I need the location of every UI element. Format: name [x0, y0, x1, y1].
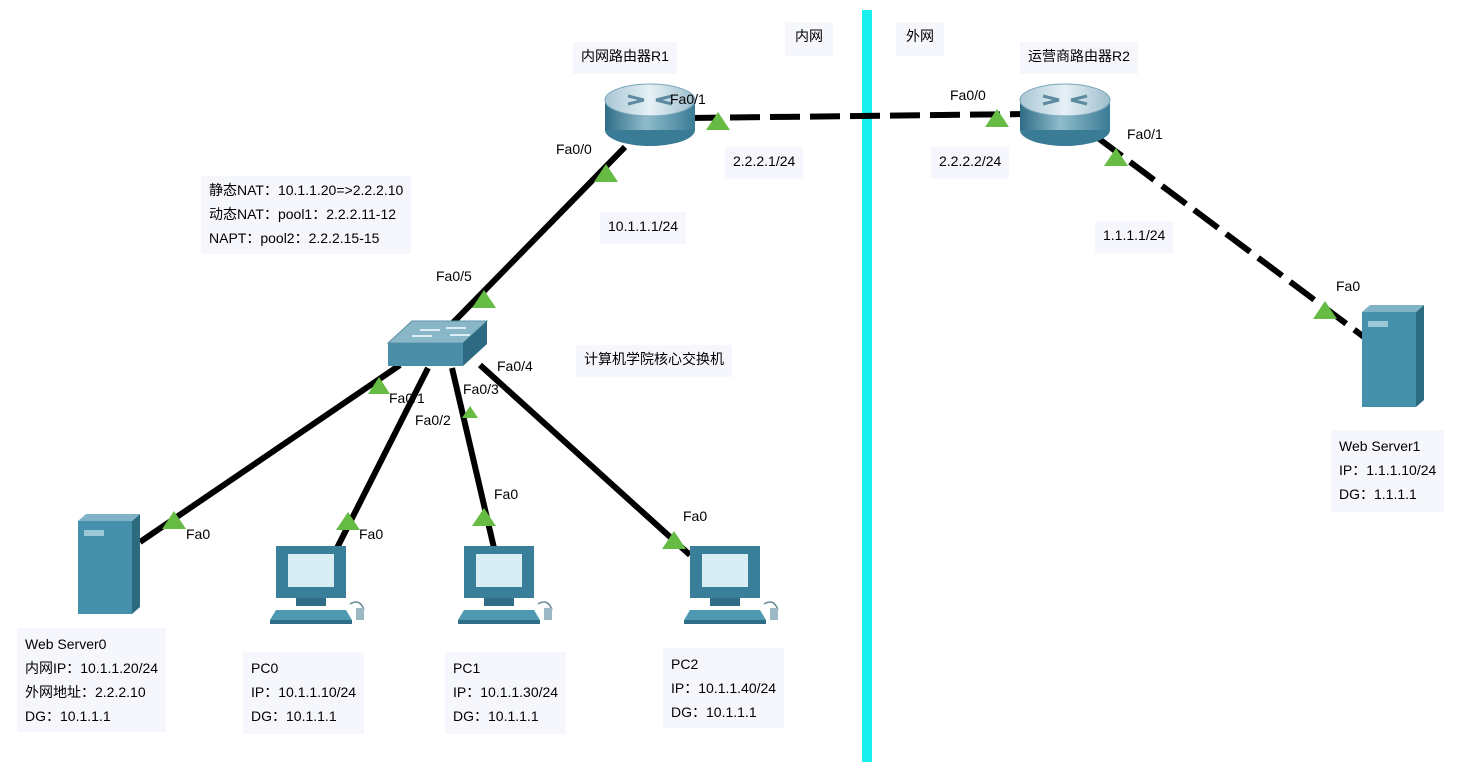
link-up-icon: [472, 508, 496, 526]
link-up-icon: [472, 290, 496, 308]
link-up-icon: [336, 512, 360, 530]
pc2-ip: IP：10.1.1.40/24: [671, 680, 777, 696]
pc0-icon[interactable]: [270, 546, 365, 624]
pc0-gateway: DG：10.1.1.1: [251, 708, 337, 724]
web-server0-ip: 内网IP：10.1.1.20/24: [25, 660, 159, 676]
port-label: Fa0/1: [389, 390, 425, 406]
r1-fa00-address: 10.1.1.1/24: [600, 212, 687, 244]
port-label: Fa0: [683, 508, 707, 524]
router-r2-icon[interactable]: [1019, 83, 1111, 146]
port-label: Fa0/3: [463, 381, 499, 397]
port-label: Fa0: [494, 486, 518, 502]
web-server0-title: Web Server0: [25, 636, 107, 652]
web-server1-icon[interactable]: [1362, 305, 1424, 407]
pc1-info: PC1 IP：10.1.1.30/24 DG：10.1.1.1: [445, 652, 567, 734]
link-r1-switch[interactable]: [435, 144, 628, 341]
pc1-ip: IP：10.1.1.30/24: [453, 684, 559, 700]
pc0-ip: IP：10.1.1.10/24: [251, 684, 357, 700]
link-up-icon: [462, 406, 478, 418]
pc1-icon[interactable]: [458, 546, 553, 624]
link-up-icon: [1313, 301, 1337, 319]
web-server0-public-ip: 外网地址：2.2.2.10: [25, 684, 146, 700]
web-server0-info: Web Server0 内网IP：10.1.1.20/24 外网地址：2.2.2…: [17, 628, 167, 732]
pc2-icon[interactable]: [684, 546, 779, 624]
web-server1-info: Web Server1 IP：1.1.1.10/24 DG：1.1.1.1: [1331, 430, 1445, 512]
pc2-info: PC2 IP：10.1.1.40/24 DG：10.1.1.1: [663, 648, 785, 728]
dynamic-nat-line: 动态NAT：pool1：2.2.2.11-12: [209, 206, 397, 222]
pc1-title: PC1: [453, 660, 481, 676]
port-label: Fa0: [359, 526, 383, 542]
nat-config-note: 静态NAT：10.1.1.20=>2.2.2.10 动态NAT：pool1：2.…: [201, 176, 412, 254]
static-nat-line: 静态NAT：10.1.1.20=>2.2.2.10: [209, 182, 404, 198]
link-switch-pc0[interactable]: [334, 366, 431, 550]
pc0-title: PC0: [251, 660, 279, 676]
web-server1-gateway: DG：1.1.1.1: [1339, 486, 1417, 502]
link-up-icon: [1104, 148, 1128, 166]
port-label: Fa0/0: [556, 141, 592, 157]
port-label: Fa0/1: [1127, 126, 1163, 142]
port-label: Fa0: [186, 526, 210, 542]
web-server1-title: Web Server1: [1339, 438, 1421, 454]
link-up-icon: [162, 511, 186, 529]
pc0-info: PC0 IP：10.1.1.10/24 DG：10.1.1.1: [243, 652, 365, 734]
link-up-icon: [368, 377, 390, 394]
zone-label-inner: 内网: [785, 22, 833, 56]
port-label: Fa0/2: [415, 412, 451, 428]
r1-fa01-address: 2.2.2.1/24: [725, 147, 804, 179]
zone-divider: [862, 10, 872, 762]
port-label: Fa0: [1336, 278, 1360, 294]
link-up-icon: [662, 531, 686, 549]
pc2-title: PC2: [671, 656, 699, 672]
router-r1-icon[interactable]: [604, 83, 696, 146]
zone-label-outer: 外网: [896, 22, 944, 56]
link-switch-webserver0[interactable]: [138, 362, 402, 545]
link-up-icon: [594, 164, 618, 182]
switch-icon[interactable]: [386, 320, 489, 366]
port-label: Fa0/1: [670, 91, 706, 107]
port-label: Fa0/0: [950, 87, 986, 103]
router-r2-name: 运营商路由器R2: [1020, 42, 1138, 74]
port-label: Fa0/5: [436, 268, 472, 284]
r2-fa01-address: 1.1.1.1/24: [1095, 221, 1174, 253]
switch-name: 计算机学院核心交换机: [576, 345, 732, 377]
port-label: Fa0/4: [497, 358, 533, 374]
port-labels: Fa0/1 Fa0/0 Fa0/0 Fa0/1 Fa0/5 Fa0/4 Fa0/…: [186, 87, 1360, 542]
link-status-markers: [162, 109, 1337, 549]
r2-fa00-address: 2.2.2.2/24: [931, 147, 1010, 179]
pc2-gateway: DG：10.1.1.1: [671, 704, 757, 720]
web-server0-gateway: DG：10.1.1.1: [25, 708, 111, 724]
link-r1-r2[interactable]: [689, 111, 1029, 121]
link-up-icon: [985, 109, 1009, 127]
link-up-icon: [706, 112, 730, 130]
napt-line: NAPT：pool2：2.2.2.15-15: [209, 230, 380, 246]
web-server1-ip: IP：1.1.1.10/24: [1339, 462, 1437, 478]
pc1-gateway: DG：10.1.1.1: [453, 708, 539, 724]
web-server0-icon[interactable]: [78, 514, 140, 614]
router-r1-name: 内网路由器R1: [573, 42, 677, 74]
link-switch-pc2[interactable]: [477, 362, 693, 558]
